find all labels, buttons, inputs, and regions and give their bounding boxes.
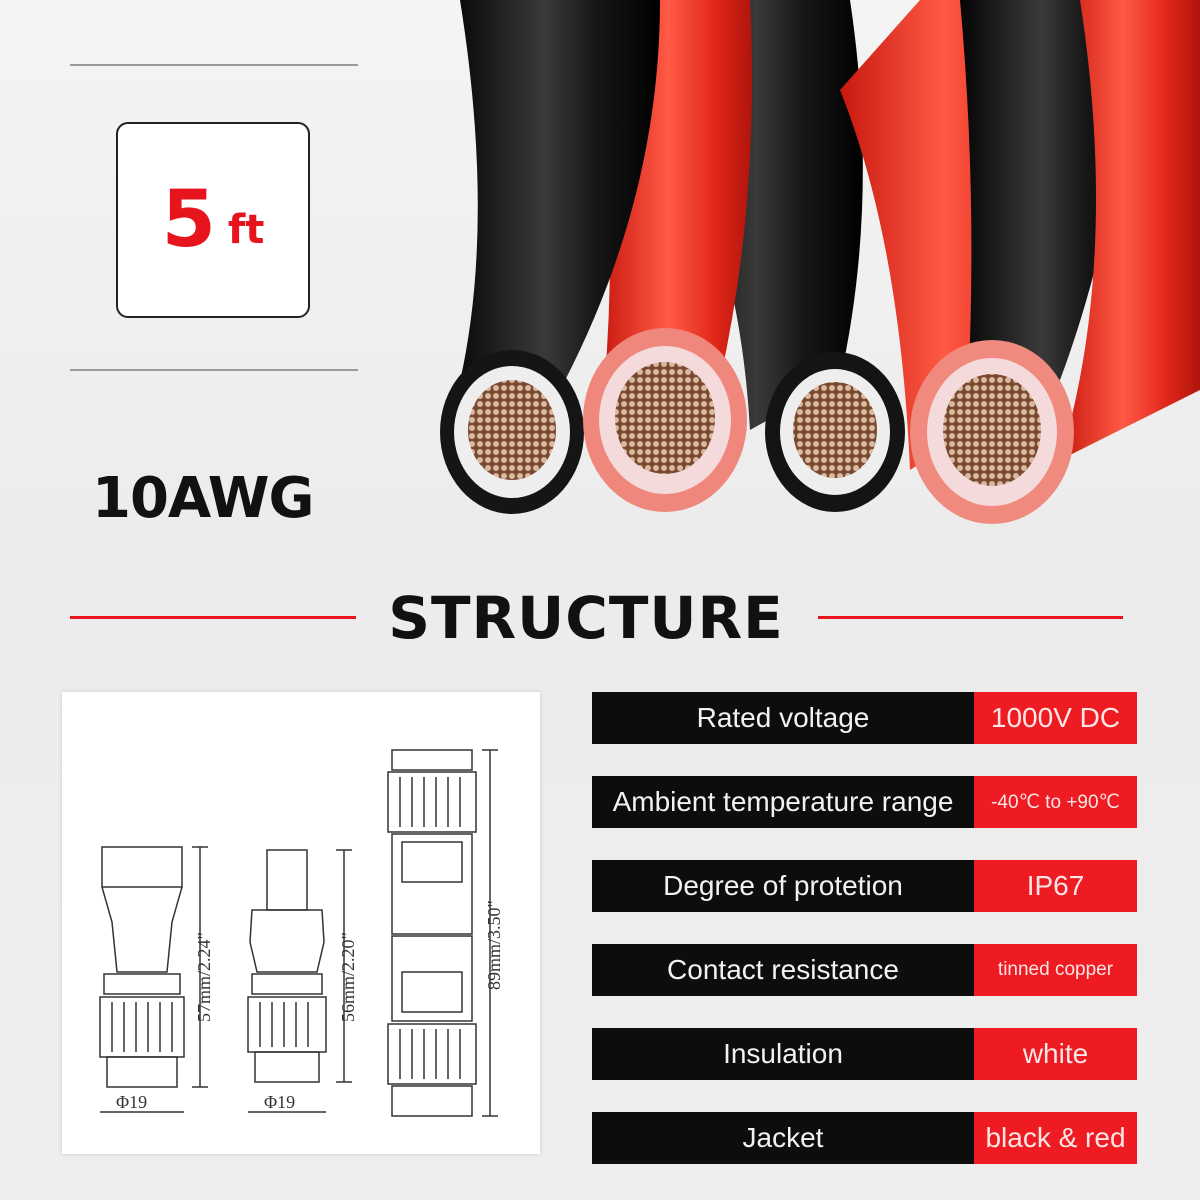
connector-3-dimension: 89mm/3.50" [484, 900, 504, 990]
spec-value: -40℃ to +90℃ [974, 776, 1137, 828]
connector-diagram: 57mm/2.24" Φ19 56mm/2.20" Φ19 89mm/3.50" [62, 692, 540, 1154]
spec-label: Degree of protetion [592, 860, 974, 912]
spec-row-insulation: Insulation white [592, 1028, 1137, 1080]
connector-drawing: 57mm/2.24" Φ19 56mm/2.20" Φ19 89mm/3.50" [99, 749, 504, 1117]
spec-label: Jacket [592, 1112, 974, 1164]
length-unit: ft [227, 207, 265, 253]
wire-gauge-label: 10AWG [92, 466, 314, 531]
spec-row-jacket: Jacket black & red [592, 1112, 1137, 1164]
connector-2-dimension: 56mm/2.20" [338, 932, 358, 1022]
divider-middle [70, 369, 358, 371]
section-title: STRUCTURE [388, 584, 784, 652]
connector-1-diameter: Φ19 [116, 1092, 147, 1112]
spec-value: black & red [974, 1112, 1137, 1164]
spec-label: Rated voltage [592, 692, 974, 744]
spec-value: IP67 [974, 860, 1137, 912]
spec-label: Insulation [592, 1028, 974, 1080]
spec-row-temperature: Ambient temperature range -40℃ to +90℃ [592, 776, 1137, 828]
length-badge: 5 ft [116, 122, 310, 318]
heading-line-left [70, 616, 356, 619]
connector-2-diameter: Φ19 [264, 1092, 295, 1112]
spec-value: tinned copper [974, 944, 1137, 996]
structure-heading: STRUCTURE [0, 584, 1200, 654]
spec-row-protection: Degree of protetion IP67 [592, 860, 1137, 912]
connector-1-dimension: 57mm/2.24" [194, 932, 214, 1022]
spec-label: Contact resistance [592, 944, 974, 996]
spec-row-rated-voltage: Rated voltage 1000V DC [592, 692, 1137, 744]
spec-label: Ambient temperature range [592, 776, 974, 828]
cables-photo [440, 0, 1200, 524]
spec-row-contact-resistance: Contact resistance tinned copper [592, 944, 1137, 996]
spec-value: 1000V DC [974, 692, 1137, 744]
divider-top [70, 64, 358, 66]
length-number: 5 [161, 175, 216, 265]
spec-value: white [974, 1028, 1137, 1080]
heading-line-right [818, 616, 1123, 619]
